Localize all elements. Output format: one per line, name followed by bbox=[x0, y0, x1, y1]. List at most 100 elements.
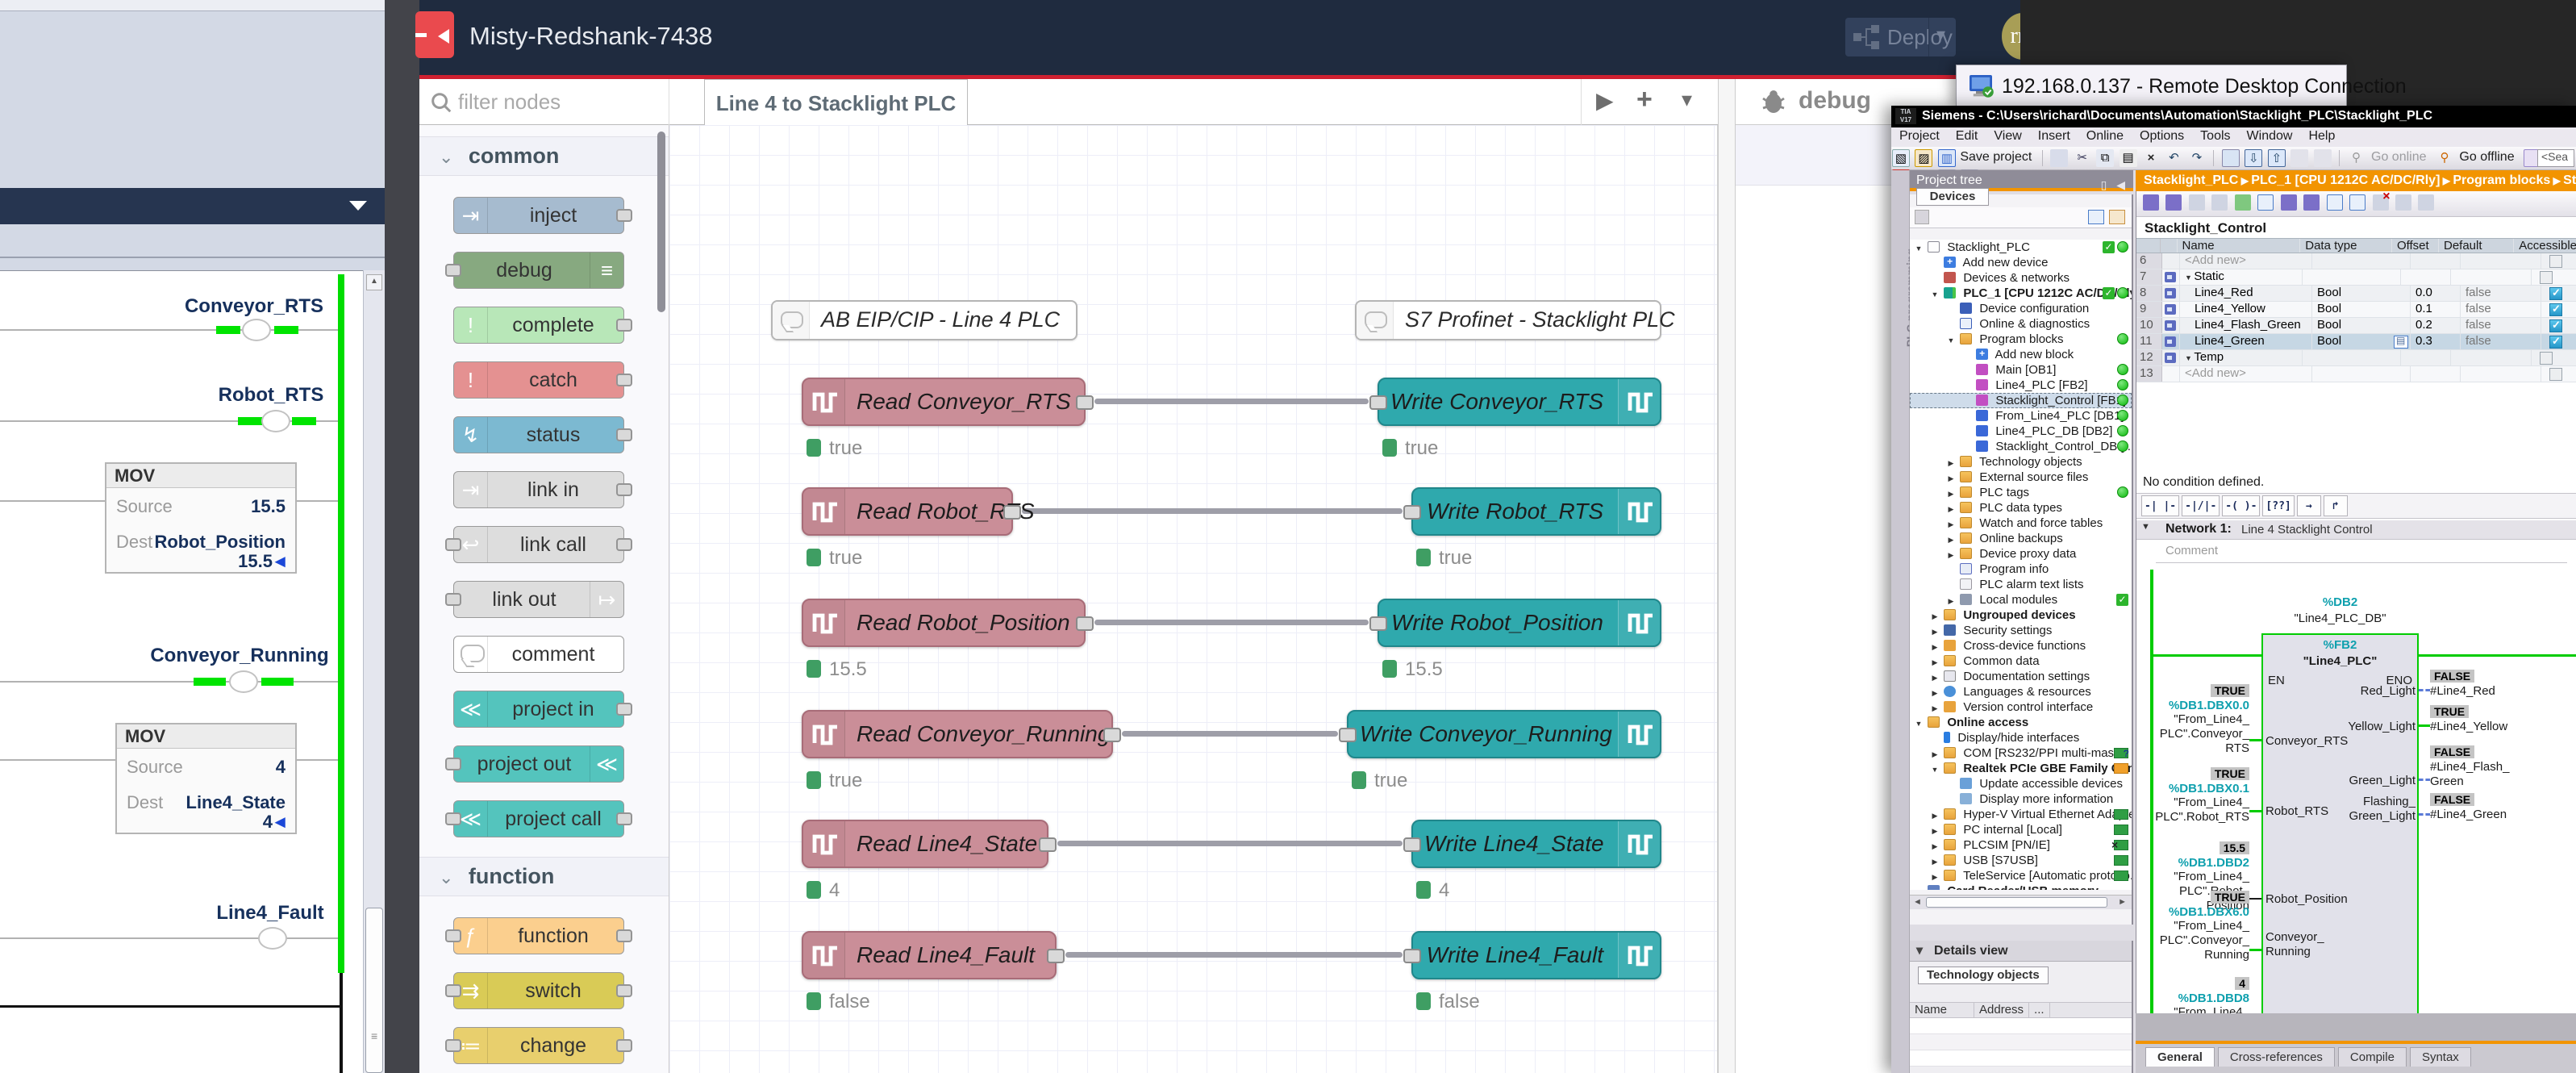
tag-name[interactable]: Line4_Red bbox=[2180, 286, 2312, 301]
tag-default[interactable]: false bbox=[2461, 318, 2541, 333]
tag-default[interactable] bbox=[2451, 350, 2532, 365]
block-input-pin[interactable]: Robot_RTS bbox=[2265, 804, 2329, 818]
snapshot-icon[interactable] bbox=[2349, 194, 2366, 211]
tag-accessible[interactable] bbox=[2541, 286, 2576, 301]
new-project-icon[interactable]: ▧ bbox=[1892, 149, 1910, 167]
node-input-port[interactable] bbox=[1339, 728, 1357, 742]
tia-titlebar[interactable]: TIA V17 Siemens - C:\Users\richard\Docum… bbox=[1891, 106, 2576, 127]
download-icon[interactable]: ⇩ bbox=[2245, 149, 2263, 167]
paste-icon[interactable]: ▤ bbox=[2119, 149, 2137, 167]
checkbox[interactable] bbox=[2549, 335, 2562, 349]
chevron-down-icon[interactable]: ▼ bbox=[2141, 522, 2150, 532]
read-node[interactable]: Read Robot_RTS bbox=[802, 487, 1035, 536]
checkbox[interactable] bbox=[2540, 352, 2553, 365]
menu-item[interactable]: Options bbox=[2140, 129, 2185, 143]
go-offline-label[interactable]: Go offline bbox=[2459, 150, 2515, 164]
table-row[interactable]: 6 <Add new> bbox=[2136, 253, 2576, 269]
open-project-icon[interactable]: ▨ bbox=[1915, 149, 1933, 167]
tag-type[interactable]: Bool bbox=[2312, 334, 2411, 349]
breadcrumb-item[interactable]: Stacklight_PLC bbox=[2144, 173, 2251, 187]
tree-item[interactable]: ▶ PLCSIM [PN/IE] bbox=[1910, 837, 2132, 853]
tree-item[interactable]: Line4_PLC_DB [DB2] bbox=[1910, 424, 2132, 439]
palette-node[interactable]: ≪ project out bbox=[445, 745, 624, 783]
tree-item[interactable]: ▶ Ungrouped devices bbox=[1910, 607, 2132, 623]
flow-wire[interactable] bbox=[1057, 841, 1403, 846]
tree-expand-arrow[interactable]: ▼ bbox=[1931, 766, 1939, 774]
tag-accessible[interactable] bbox=[2532, 350, 2576, 365]
start-cpu-icon[interactable] bbox=[2290, 149, 2309, 167]
node-input-port[interactable] bbox=[1369, 616, 1387, 631]
read-node[interactable]: Read Robot_Position bbox=[802, 599, 1094, 647]
tag-accessible[interactable] bbox=[2541, 318, 2576, 333]
palette-scrollbar[interactable] bbox=[657, 130, 667, 1066]
menu-item[interactable]: Online bbox=[2086, 129, 2124, 143]
rung-tag-label[interactable]: Conveyor_Running bbox=[150, 645, 329, 666]
column-data-type[interactable]: Data type bbox=[2300, 239, 2392, 253]
tree-item[interactable]: ▶ Watch and force tables bbox=[1910, 516, 2132, 531]
add-row-icon[interactable] bbox=[2143, 194, 2159, 211]
palette-node[interactable]: comment bbox=[453, 636, 624, 673]
node-output-port[interactable] bbox=[1103, 728, 1121, 742]
palette-node[interactable]: ! catch bbox=[453, 361, 632, 399]
write-node[interactable]: Write Robot_Position bbox=[1369, 599, 1661, 647]
tree-item[interactable]: Add new device bbox=[1910, 255, 2132, 270]
table-row[interactable]: 10 Line4_Flash_Green Bool 0.2 false bbox=[2136, 318, 2576, 334]
tree-item[interactable]: ▶ Cross-device functions bbox=[1910, 638, 2132, 653]
palette-node[interactable]: ƒ function bbox=[445, 917, 632, 954]
mov-source-value[interactable]: 4 bbox=[275, 757, 286, 777]
rdp-window-titlebar[interactable]: 192.168.0.137 - Remote Desktop Connectio… bbox=[1956, 65, 2407, 107]
flow-wire[interactable] bbox=[1022, 508, 1403, 514]
go-online-icon[interactable]: ⚲ bbox=[2352, 151, 2361, 165]
tag-name[interactable]: Line4_Green bbox=[2180, 334, 2312, 349]
tree-expand-arrow[interactable]: ▶ bbox=[1932, 628, 1938, 636]
mov-dest-name[interactable]: Robot_Position bbox=[154, 532, 286, 552]
checkbox[interactable] bbox=[2549, 368, 2562, 381]
operand-name[interactable]: "From_Line4_ PLC".Conveyor_ Running bbox=[2159, 919, 2249, 962]
operand-name[interactable]: #Line4_Flash_ Green bbox=[2430, 760, 2510, 788]
palette-section-function[interactable]: ⌄ function bbox=[419, 857, 669, 896]
rung-tag-label[interactable]: Conveyor_RTS bbox=[184, 295, 324, 317]
tag-accessible[interactable] bbox=[2541, 334, 2576, 349]
tree-item[interactable]: ▶ Online backups bbox=[1910, 531, 2132, 546]
block-output-pin[interactable]: Yellow_Light bbox=[2348, 720, 2416, 733]
save-project-icon[interactable]: ▥ bbox=[1937, 149, 1956, 167]
tree-expand-arrow[interactable]: ▶ bbox=[1932, 643, 1938, 651]
table-row[interactable]: 9 Line4_Yellow Bool 0.1 false bbox=[2136, 302, 2576, 318]
tag-name[interactable]: Line4_Flash_Green bbox=[2180, 318, 2312, 333]
output-coil-icon[interactable] bbox=[229, 670, 258, 693]
ladder-instruction-button[interactable]: -( )- bbox=[2222, 495, 2261, 516]
table-row[interactable]: 12 Temp bbox=[2136, 350, 2576, 366]
inspector-tab[interactable]: Syntax bbox=[2409, 1047, 2471, 1067]
collapse-all-icon[interactable] bbox=[2418, 194, 2435, 211]
read-node[interactable]: Read Conveyor_Running bbox=[802, 710, 1121, 758]
network-header[interactable]: ▼ Network 1: Line 4 Stacklight Control bbox=[2136, 520, 2576, 540]
tree-expand-arrow[interactable]: ▶ bbox=[1948, 459, 1954, 467]
column-offset[interactable]: Offset bbox=[2392, 239, 2439, 253]
details-view-header[interactable]: Details view bbox=[1910, 941, 2132, 962]
tag-default[interactable] bbox=[2451, 269, 2532, 285]
ladder-instruction-button[interactable]: [??] bbox=[2262, 495, 2295, 516]
menu-item[interactable]: Help bbox=[2308, 129, 2336, 143]
write-node[interactable]: Write Conveyor_Running bbox=[1339, 710, 1661, 758]
tree-expand-arrow[interactable]: ▶ bbox=[1932, 842, 1938, 850]
tree-item[interactable]: Line4_PLC [FB2] bbox=[1910, 378, 2132, 393]
tree-item[interactable]: ▶ Security settings bbox=[1910, 623, 2132, 638]
tag-name[interactable]: Temp bbox=[2170, 350, 2303, 365]
ladder-instruction-button[interactable]: -| |- bbox=[2141, 495, 2180, 516]
tree-expand-arrow[interactable]: ▶ bbox=[1948, 474, 1954, 482]
palette-node[interactable]: ↩ link call bbox=[445, 526, 632, 563]
tag-type[interactable]: Bool bbox=[2312, 286, 2411, 301]
menu-item[interactable]: Insert bbox=[2037, 129, 2070, 143]
tag-type[interactable]: Bool bbox=[2312, 318, 2411, 333]
write-node[interactable]: Write Conveyor_RTS bbox=[1369, 378, 1661, 426]
write-node[interactable]: Write Line4_Fault bbox=[1403, 931, 1661, 979]
operand-name[interactable]: "From_Line4_ PLC".Conveyor_ RTS bbox=[2159, 712, 2249, 755]
tree-item[interactable]: ▶ Device proxy data bbox=[1910, 546, 2132, 562]
tree-expand-arrow[interactable]: ▶ bbox=[1913, 885, 1924, 890]
tree-expand-arrow[interactable]: ▶ bbox=[1948, 551, 1954, 559]
tree-item[interactable]: ▼ Online access bbox=[1910, 715, 2132, 730]
deploy-button[interactable]: Deploy bbox=[1845, 18, 1956, 56]
save-project-label[interactable]: Save project bbox=[1960, 150, 2032, 164]
redo-icon[interactable]: ↷ bbox=[2191, 151, 2203, 165]
